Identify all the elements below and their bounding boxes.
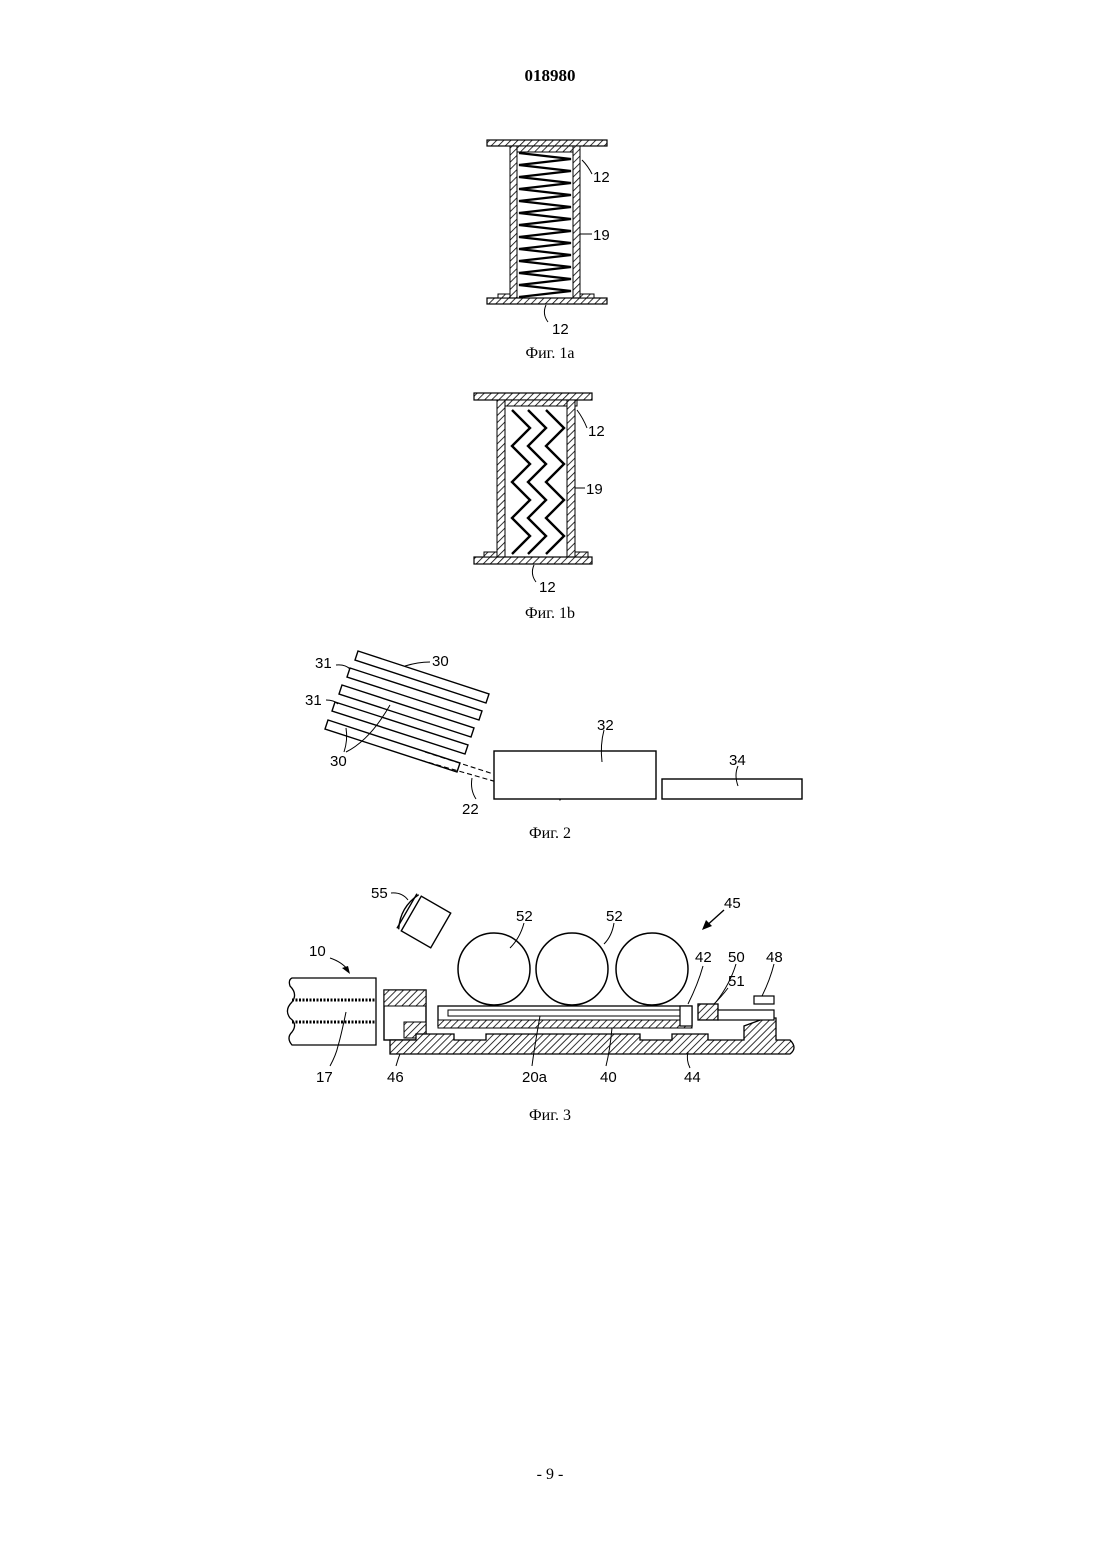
fig1a-label-side: 19 (593, 227, 610, 244)
fig1b-right-foot (575, 552, 588, 557)
fig3-label-42: 42 (695, 949, 712, 966)
fig2-box-32 (494, 751, 656, 799)
fig1a-top-flange (487, 140, 607, 146)
fig3-caption: Фиг. 3 (0, 1107, 1100, 1125)
fig3-label-10: 10 (309, 943, 326, 960)
fig1b-label-side: 19 (586, 481, 603, 498)
fig1a-bottom-flange (487, 298, 607, 304)
document-number: 018980 (0, 66, 1100, 86)
figure-2: 30 31 31 30 22 32 34 (305, 651, 802, 818)
fig1a-label-top: 12 (593, 169, 610, 186)
fig1b-leader-bottom (532, 565, 536, 582)
fig1b-left-foot (484, 552, 497, 557)
fig1a-leader-top (582, 160, 592, 174)
fig3-label-45: 45 (724, 895, 741, 912)
fig3-label-44: 44 (684, 1069, 701, 1086)
fig1b-right-wall (567, 400, 575, 557)
fig1b-leader-top (577, 410, 587, 428)
fig3-arrowhead-10 (342, 966, 350, 974)
fig1b-label-top: 12 (588, 423, 605, 440)
fig1a-spring-zigzag (519, 153, 571, 297)
fig2-label-22: 22 (462, 801, 479, 818)
fig3-sensor-55 (394, 892, 450, 948)
fig3-leader-48 (762, 964, 774, 996)
fig3-label-20a: 20a (522, 1069, 548, 1086)
fig1b-label-bottom: 12 (539, 579, 556, 596)
fig3-tray-40 (438, 1020, 692, 1028)
figure-1b: 12 19 12 (474, 393, 605, 596)
fig1a-left-foot (498, 294, 510, 298)
figure-3: 55 52 52 45 10 17 46 44 (287, 885, 794, 1086)
fig1b-zigzag-middle (528, 410, 546, 554)
fig3-label-55: 55 (371, 885, 388, 902)
fig2-caption: Фиг. 2 (0, 825, 1100, 843)
fig1b-bottom-flange (474, 557, 592, 564)
fig2-leader-22 (472, 778, 477, 799)
fig2-box-34 (662, 779, 802, 799)
fig3-label-40: 40 (600, 1069, 617, 1086)
fig2-label-30a: 30 (432, 653, 449, 670)
fig2-label-31b: 31 (305, 692, 322, 709)
fig2-leader-30a (405, 662, 430, 666)
fig3-leader-51 (714, 988, 728, 1004)
fig1a-label-bottom: 12 (552, 321, 569, 338)
fig1a-leader-bottom (544, 305, 548, 322)
fig1a-top-inner-plate (510, 146, 580, 152)
fig3-roller (536, 933, 608, 1005)
fig3-end-block (680, 1006, 692, 1026)
fig2-leader-31a (336, 665, 350, 669)
fig2-label-31a: 31 (315, 655, 332, 672)
fig1a-caption: Фиг. 1a (0, 345, 1100, 363)
fig3-label-52b: 52 (606, 908, 623, 925)
fig1a-right-foot (580, 294, 594, 298)
fig3-label-17: 17 (316, 1069, 333, 1086)
fig3-label-52a: 52 (516, 908, 533, 925)
fig3-sheet-20a (448, 1010, 680, 1016)
fig2-label-34: 34 (729, 752, 746, 769)
fig1b-top-flange (474, 393, 592, 400)
fig3-leader-52b (604, 923, 614, 944)
fig3-leader-42 (688, 966, 703, 1004)
fig3-leader-55 (391, 893, 408, 900)
fig1b-caption: Фиг. 1b (0, 605, 1100, 623)
fig3-label-46: 46 (387, 1069, 404, 1086)
fig3-strip-17 (287, 978, 376, 1045)
fig3-rail-48 (718, 1010, 774, 1020)
fig3-roller (458, 933, 530, 1005)
fig2-label-32: 32 (597, 717, 614, 734)
fig2-label-30b: 30 (330, 753, 347, 770)
fig1a-right-wall (573, 146, 580, 298)
fig3-label-48: 48 (766, 949, 783, 966)
figure-1a: 12 19 12 (487, 140, 610, 338)
fig3-gripper-50 (698, 1004, 718, 1020)
fig3-roller (616, 933, 688, 1005)
fig1a-left-wall (510, 146, 517, 298)
fig1b-zigzag-right (546, 410, 564, 554)
fig3-label-50: 50 (728, 949, 745, 966)
fig1b-top-inner-plate (497, 400, 577, 406)
fig3-rail-stop (754, 996, 774, 1004)
fig1b-left-wall (497, 400, 505, 557)
page-number: - 9 - (0, 1466, 1100, 1484)
fig3-block-46-hatch-top (384, 990, 426, 1006)
fig3-label-51: 51 (728, 973, 745, 990)
